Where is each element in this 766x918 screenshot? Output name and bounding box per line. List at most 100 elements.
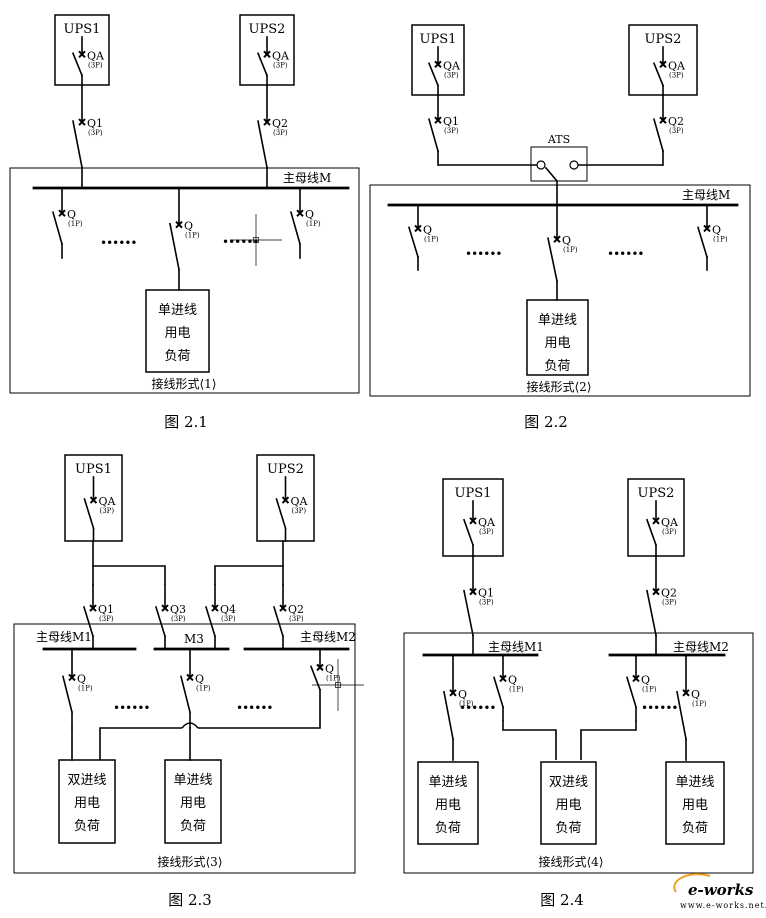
crosshair-cursor: [230, 214, 282, 266]
busbar-m1-label: 主母线M1: [36, 630, 92, 644]
breaker-blade: [272, 606, 285, 638]
ups-breaker: QA(3P): [256, 36, 290, 86]
breaker-poles: (1P): [185, 232, 200, 240]
load-text: 负荷: [435, 821, 461, 836]
load-box-frame: [526, 299, 589, 376]
breaker-label: Q: [305, 208, 314, 221]
breaker-poles: (1P): [459, 700, 474, 708]
breaker-trip-cross-icon: [211, 604, 219, 612]
input-breaker-q2: Q2(3P): [272, 584, 304, 650]
load-type: 单进线: [173, 773, 212, 788]
breaker-trip-cross-icon: [78, 50, 86, 58]
busbar-label: 主母线M: [283, 171, 331, 185]
ups-name: UPS1: [455, 486, 492, 501]
ellipsis-dots: ••••••: [459, 701, 495, 715]
busbar-m2-label: 主母线M2: [673, 640, 729, 654]
breaker-blade: [257, 120, 268, 169]
load-type: 单进线: [158, 303, 197, 318]
breaker-blade: [275, 498, 287, 530]
breaker-label: Q1: [443, 115, 459, 128]
breaker-blade: [154, 606, 167, 638]
load-text: 用电: [555, 798, 581, 813]
breaker-trip-cross-icon: [316, 663, 324, 672]
input-breaker-q1: Q1(3P): [428, 94, 459, 166]
breaker-trip-cross-icon: [414, 224, 422, 233]
load-text: 用电: [682, 798, 708, 813]
crosshair-lines: [230, 214, 282, 266]
breaker-blade: [204, 606, 217, 638]
wiring-form-label: 接线形式⟨2⟩: [527, 379, 592, 394]
breaker-blade: [72, 120, 83, 169]
load-text: 负荷: [164, 349, 190, 364]
breaker-poles: (3P): [444, 127, 459, 135]
ats-contact-right: [569, 160, 579, 170]
breaker-trip-cross-icon: [263, 50, 271, 58]
ups-name: UPS2: [645, 32, 682, 47]
feed-dual-b-drop: [99, 727, 182, 760]
load-text: 用电: [164, 326, 190, 341]
load-text: 用电: [180, 796, 206, 811]
breaker-trip-cross-icon: [296, 209, 304, 217]
breaker-blade: [653, 118, 664, 152]
load-type: 双进线: [67, 773, 106, 788]
breaker-label: Q3: [170, 603, 186, 616]
tie-wire-left: [93, 565, 166, 585]
load-box-frame: [145, 289, 210, 373]
breaker-label: Q: [184, 220, 193, 233]
ellipsis-dots: ••••••: [222, 235, 258, 249]
load-box-frame: [540, 761, 597, 845]
ups-name: UPS1: [64, 22, 101, 37]
breaker-blade: [427, 62, 440, 87]
enclosure-frame: [13, 623, 356, 874]
load-text: 负荷: [555, 821, 581, 836]
input-breaker-q1: Q1(3P): [82, 584, 114, 650]
ups-name: UPS2: [267, 462, 304, 477]
crosshair-cursor: [312, 659, 364, 711]
breaker-label: Q: [423, 223, 432, 236]
load-box-frame: [417, 761, 479, 845]
enclosure-frame: [369, 184, 751, 397]
breaker-blade: [256, 52, 269, 77]
breaker-blade: [52, 211, 63, 245]
wiring-form-label: 接线形式⟨3⟩: [158, 854, 223, 869]
breaker-trip-cross-icon: [652, 587, 660, 596]
breaker-poles: (3P): [88, 61, 103, 69]
breaker-blade: [180, 675, 191, 714]
wire-crossover-hop: [181, 722, 199, 729]
e-works-logo-icon: [673, 873, 711, 893]
breaker-blade: [428, 118, 439, 152]
logo-swoosh: [673, 873, 711, 893]
busbar-label: 主母线M: [682, 188, 730, 202]
figure-2-2: UPS1QA(3P)UPS2QA(3P)Q1(3P)Q2(3P)ATS主母线MQ…: [369, 24, 751, 431]
breaker-poles: (1P): [306, 220, 321, 228]
breaker-poles: (3P): [292, 507, 307, 515]
breaker-blade: [463, 589, 474, 637]
breaker-label: Q1: [98, 603, 114, 616]
busbar-m3-label: M3: [184, 632, 204, 646]
load-text: 用电: [435, 798, 461, 813]
figure-2-3: UPS1QA(3P)UPS2QA(3P)Q1(3P)Q3(3P)Q4(3P)Q2…: [13, 454, 364, 909]
breaker-blade: [408, 226, 419, 258]
breaker-label: Q: [458, 688, 467, 701]
breaker-blade: [309, 665, 322, 691]
ups-name: UPS1: [420, 32, 457, 47]
breaker-poles: (3P): [273, 129, 288, 137]
breaker-trip-cross-icon: [553, 235, 561, 243]
breaker-trip-cross-icon: [703, 224, 711, 233]
breaker-poles: (1P): [509, 685, 524, 693]
feed-dual-b: [198, 700, 321, 729]
breaker-poles: (1P): [78, 684, 93, 692]
breaker-blade: [626, 676, 637, 708]
ups-name: UPS2: [249, 22, 286, 37]
ellipsis-dots: ••••••: [113, 701, 149, 715]
breaker-label: Q: [712, 223, 721, 236]
breaker-trip-cross-icon: [89, 496, 98, 504]
branch-breaker-3: Q(1P): [309, 648, 341, 701]
breaker-trip-cross-icon: [281, 496, 290, 504]
ellipsis-dots: ••••••: [236, 701, 272, 715]
ups-breaker: QA(3P): [83, 476, 117, 542]
